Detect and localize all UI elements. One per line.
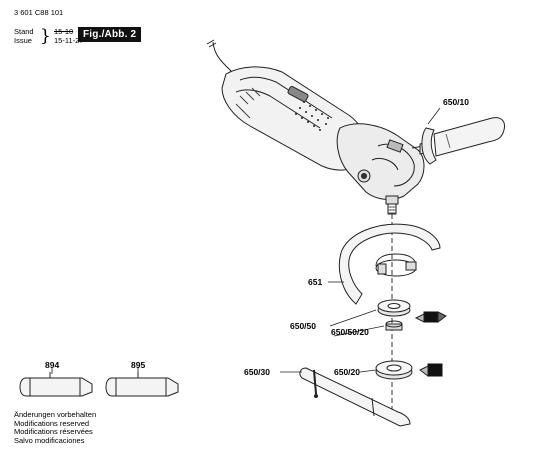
stand-date: 15-10 bbox=[54, 27, 74, 36]
revision-brace: } bbox=[40, 26, 51, 46]
part-label-spanner: 650/30 bbox=[244, 367, 270, 377]
issue-label: Issue bbox=[14, 36, 32, 45]
footnote-en: Modifications reserved bbox=[14, 418, 90, 428]
footnote-de: Änderungen vorbehalten bbox=[14, 410, 97, 419]
revision-block: Stand 15-10 Issue 15-11-27 bbox=[14, 27, 83, 45]
mounting-flange-drawing bbox=[377, 299, 447, 331]
part-label-nut: 650/20 bbox=[334, 367, 360, 377]
document-code: 3 601 C88 101 bbox=[14, 8, 64, 17]
stand-label: Stand bbox=[14, 27, 34, 36]
grinder-body bbox=[221, 66, 425, 215]
wheel-guard-drawing bbox=[338, 223, 441, 305]
footnotes: Änderungen vorbehalten Modifications res… bbox=[14, 410, 97, 445]
part-label-flange-sub: 650/50/20 bbox=[331, 327, 369, 337]
auxiliary-handle-drawing bbox=[411, 117, 505, 165]
part-label-guard: 651 bbox=[308, 277, 323, 287]
accessory-895-drawing bbox=[105, 372, 179, 397]
part-label-accessory-a: 894 bbox=[45, 360, 60, 370]
issue-date: 15-11-27 bbox=[54, 36, 84, 45]
clamping-nut-drawing bbox=[375, 360, 443, 380]
footnote-es: Salvo modificaciones bbox=[14, 435, 85, 445]
part-label-flange: 650/50 bbox=[290, 321, 316, 331]
part-label-accessory-b: 895 bbox=[131, 360, 146, 370]
footnote-fr: Modifications réservées bbox=[14, 427, 93, 436]
part-label-handle: 650/10 bbox=[443, 97, 469, 107]
accessory-894-drawing bbox=[19, 372, 93, 397]
figure-tag: Fig./Abb. 2 bbox=[78, 27, 142, 42]
spanner-drawing bbox=[299, 367, 411, 427]
